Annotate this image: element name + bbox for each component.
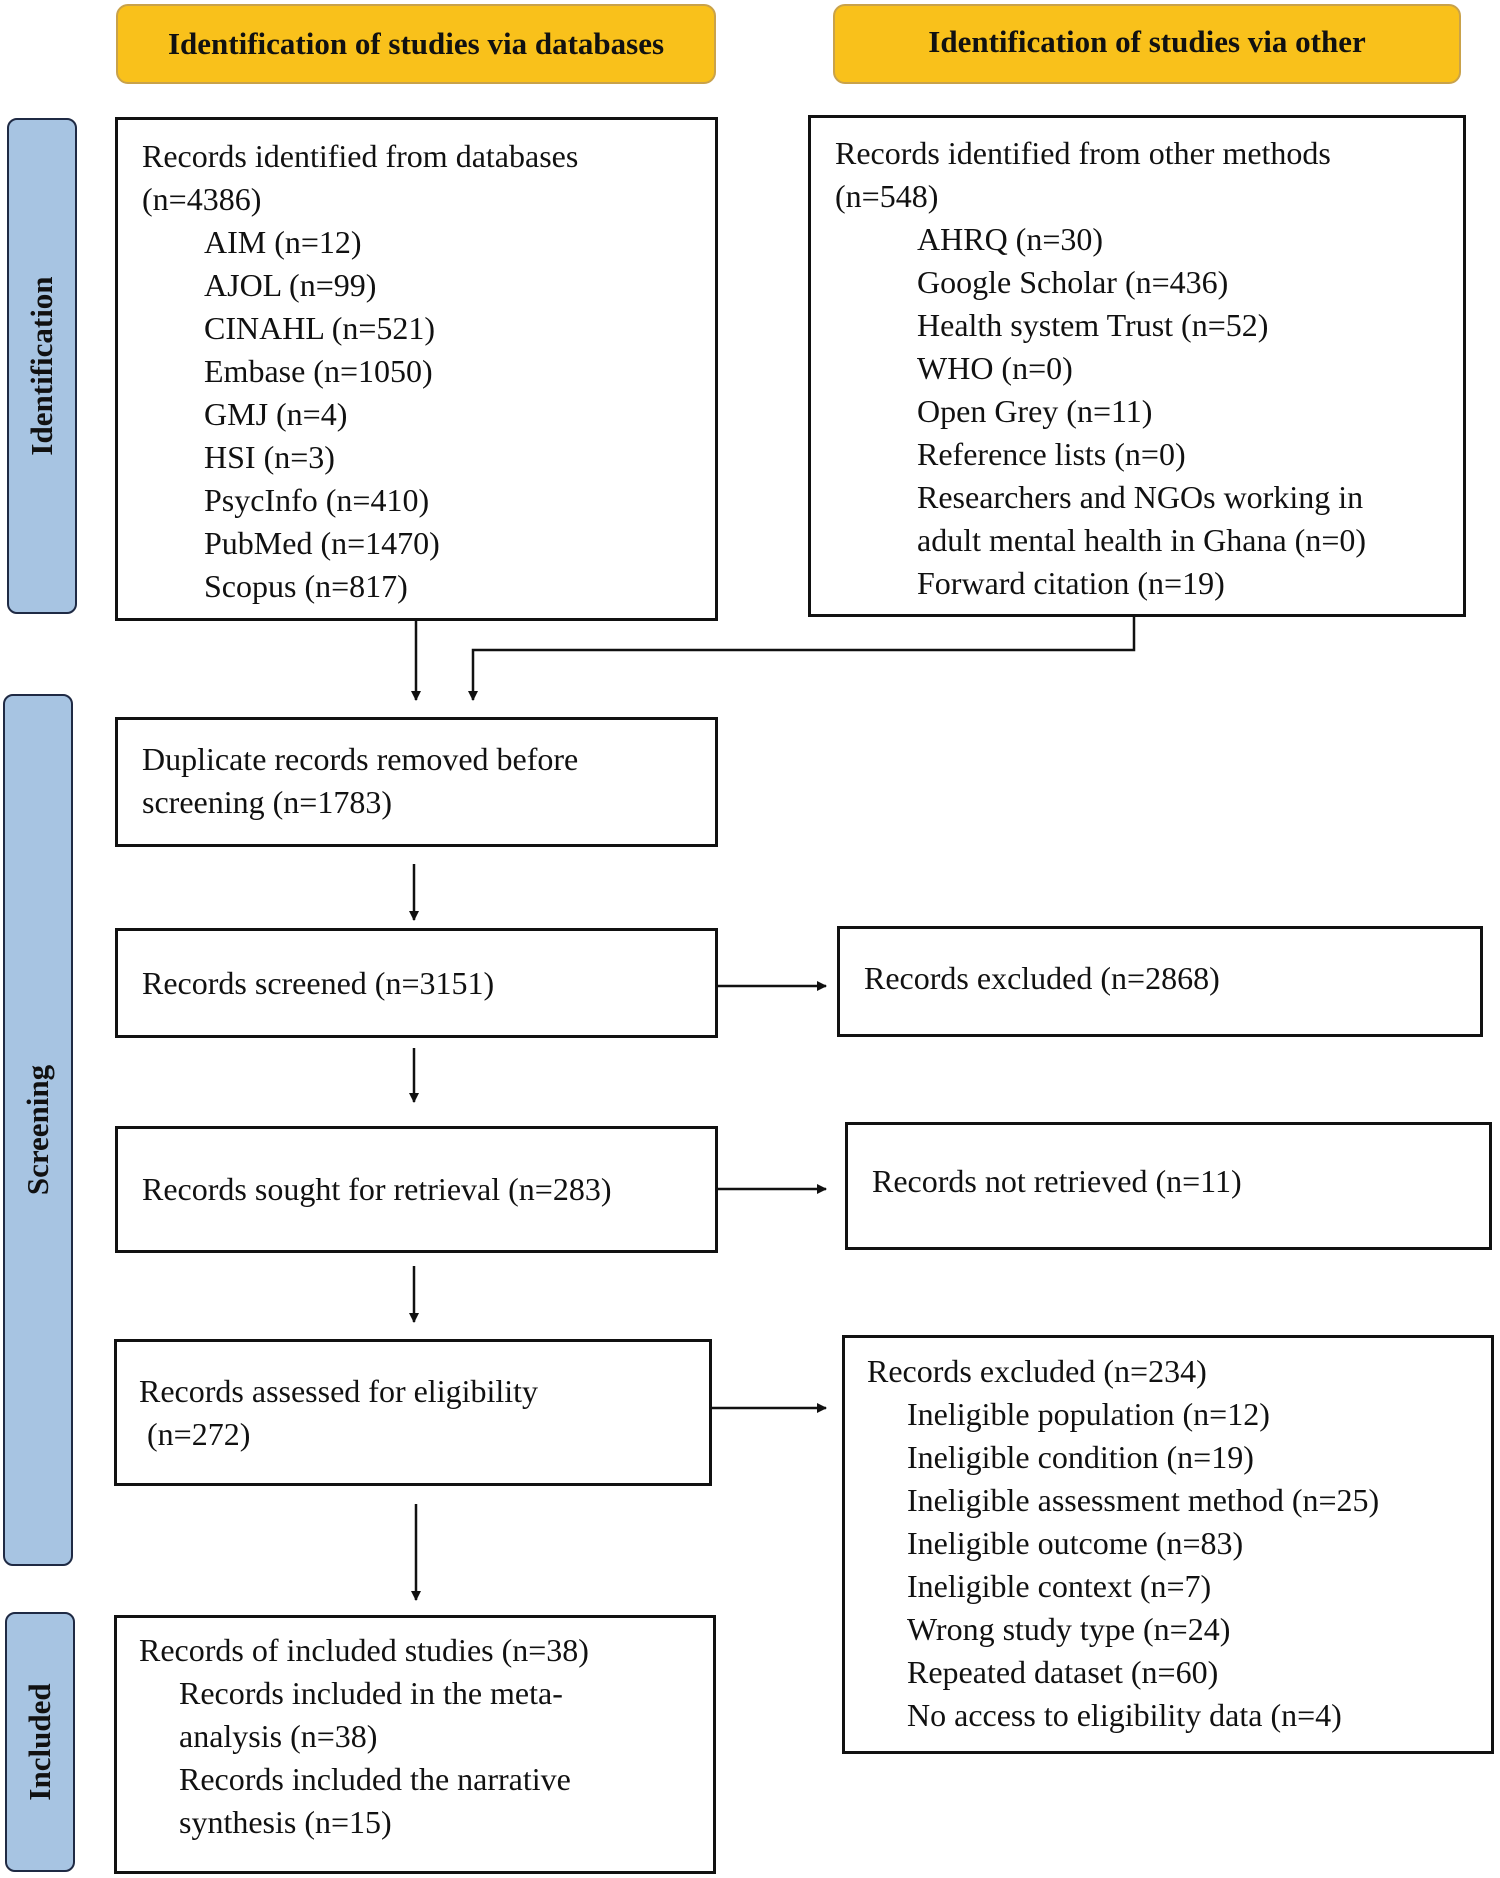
exclusion-reasons-title: Records excluded (n=234) xyxy=(867,1353,1207,1389)
database-item: AIM (n=12) xyxy=(204,224,362,260)
screened-box: Records screened (n=3151) xyxy=(115,928,718,1038)
exclusion-reason: Wrong study type (n=24) xyxy=(907,1611,1231,1647)
other-item: Forward citation (n=19) xyxy=(917,565,1225,601)
exclusion-reasons-box: Records excluded (n=234) Ineligible popu… xyxy=(842,1335,1494,1754)
phase-screening: Screening xyxy=(3,694,73,1566)
eligibility-line2: (n=272) xyxy=(147,1416,251,1452)
phase-identification: Identification xyxy=(7,118,77,614)
exclusion-reason: Ineligible context (n=7) xyxy=(907,1568,1212,1604)
duplicates-line1: Duplicate records removed before xyxy=(142,741,579,777)
other-item: Reference lists (n=0) xyxy=(917,436,1186,472)
exclusion-reason: Ineligible outcome (n=83) xyxy=(907,1525,1244,1561)
other-item: Health system Trust (n=52) xyxy=(917,307,1269,343)
database-item: PsycInfo (n=410) xyxy=(204,482,430,518)
database-item: CINAHL (n=521) xyxy=(204,310,436,346)
exclusion-reason: Repeated dataset (n=60) xyxy=(907,1654,1219,1690)
exclusion-reason: Ineligible assessment method (n=25) xyxy=(907,1482,1380,1518)
other-item: Google Scholar (n=436) xyxy=(917,264,1229,300)
databases-title: Records identified from databases xyxy=(142,138,579,174)
other-methods-box: Records identified from other methods (n… xyxy=(808,115,1466,617)
phase-included: Included xyxy=(5,1612,75,1872)
included-title: Records of included studies (n=38) xyxy=(139,1632,589,1668)
other-title: Records identified from other methods xyxy=(835,135,1331,171)
other-item: AHRQ (n=30) xyxy=(917,221,1104,257)
other-item: adult mental health in Ghana (n=0) xyxy=(917,522,1367,558)
duplicates-box: Duplicate records removed before screeni… xyxy=(115,717,718,847)
exclusion-reason: Ineligible population (n=12) xyxy=(907,1396,1270,1432)
included-item: synthesis (n=15) xyxy=(179,1804,392,1840)
duplicates-line2: screening (n=1783) xyxy=(142,784,392,820)
sought-text: Records sought for retrieval (n=283) xyxy=(142,1171,612,1207)
database-item: GMJ (n=4) xyxy=(204,396,348,432)
eligibility-box: Records assessed for eligibility (n=272) xyxy=(114,1339,712,1486)
screened-text: Records screened (n=3151) xyxy=(142,964,495,1001)
database-item: PubMed (n=1470) xyxy=(204,525,440,561)
header-databases-label: Identification of studies via databases xyxy=(167,26,665,61)
header-databases: Identification of studies via databases xyxy=(116,4,716,84)
other-count: (n=548) xyxy=(835,178,939,214)
database-item: AJOL (n=99) xyxy=(204,267,377,303)
not-retrieved-text: Records not retrieved (n=11) xyxy=(872,1162,1242,1199)
header-other-label: Identification of studies via other xyxy=(928,24,1366,59)
included-box: Records of included studies (n=38) Recor… xyxy=(114,1615,716,1874)
database-item: HSI (n=3) xyxy=(204,439,335,475)
arrow-other-to-duplicates xyxy=(468,617,1136,701)
included-item: Records included in the meta- xyxy=(179,1675,563,1711)
included-item: Records included the narrative xyxy=(179,1761,571,1797)
other-item: WHO (n=0) xyxy=(917,350,1073,386)
excluded-box: Records excluded (n=2868) xyxy=(837,926,1483,1037)
eligibility-line1: Records assessed for eligibility xyxy=(139,1373,539,1409)
databases-count: (n=4386) xyxy=(142,181,262,217)
other-item: Researchers and NGOs working in xyxy=(917,479,1364,515)
included-item: analysis (n=38) xyxy=(179,1718,378,1754)
excluded-text: Records excluded (n=2868) xyxy=(864,960,1220,996)
sought-box: Records sought for retrieval (n=283) xyxy=(115,1126,718,1253)
database-item: Embase (n=1050) xyxy=(204,353,433,389)
exclusion-reason: Ineligible condition (n=19) xyxy=(907,1439,1254,1475)
database-item: Scopus (n=817) xyxy=(204,568,408,604)
not-retrieved-box: Records not retrieved (n=11) xyxy=(845,1122,1492,1250)
header-other: Identification of studies via other xyxy=(833,4,1461,84)
databases-box: Records identified from databases (n=438… xyxy=(115,117,718,621)
other-item: Open Grey (n=11) xyxy=(917,393,1153,429)
exclusion-reason: No access to eligibility data (n=4) xyxy=(907,1697,1342,1733)
